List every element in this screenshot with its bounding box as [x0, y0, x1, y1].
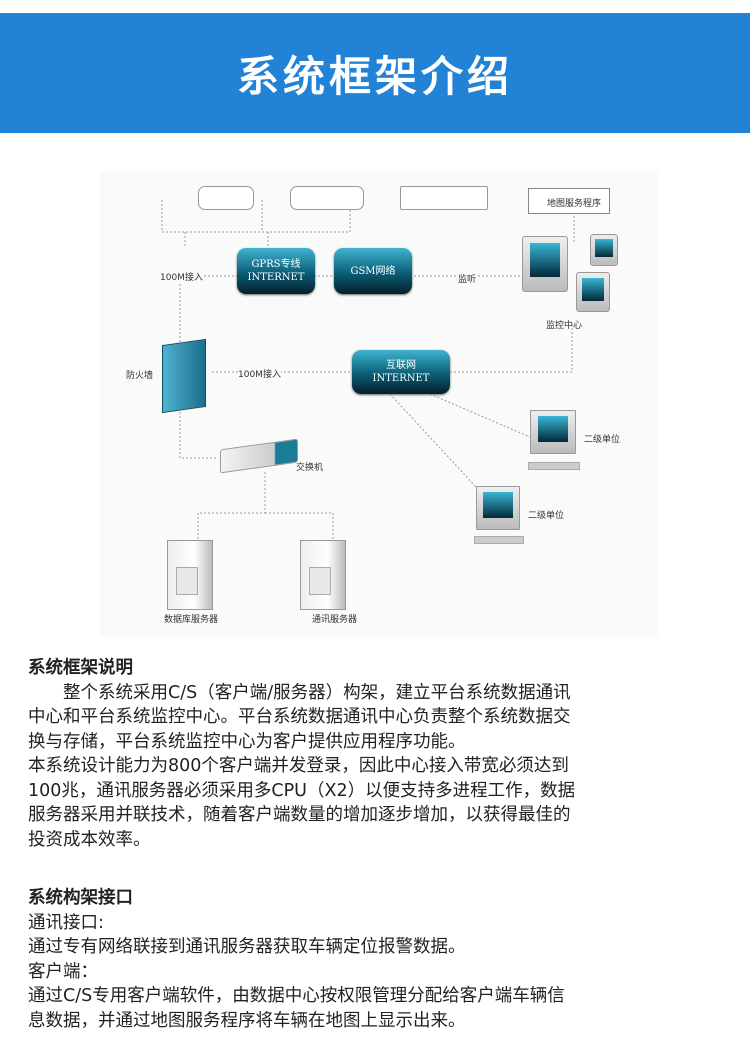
paragraph-line: 通讯接口:: [28, 912, 104, 933]
paragraph-line: 100兆，通讯服务器必须采用多CPU（X2）以便支持多进程工作，数据: [28, 780, 576, 801]
firewall-icon: [162, 338, 206, 414]
vehicle-car-icon: [198, 186, 254, 210]
comm-server-label: 通讯服务器: [312, 615, 358, 625]
monitor-icon: [522, 236, 568, 292]
paragraph-line: 本系统设计能力为800个客户端并发登录，因此中心接入带宽必须达到: [28, 756, 569, 776]
page-title: 系统框架介绍: [236, 51, 513, 101]
paragraph-line: 整个系统采用C/S（客户端/服务器）构架，建立平台系统数据通讯: [28, 682, 571, 703]
paragraph-line: 换与存储，平台系统监控中心为客户提供应用程序功能。: [28, 731, 466, 752]
section-title-framework: 系统框架说明: [28, 658, 133, 678]
internet-label: INTERNET: [372, 373, 430, 384]
monitor-icon: [576, 272, 610, 312]
paragraph-line: 通过专有网络联接到通讯服务器获取车辆定位报警数据。: [28, 937, 466, 957]
paragraph-line: 客户端：: [28, 961, 98, 982]
gprs-internet-node: GPRS专线 INTERNET: [237, 248, 315, 294]
internet-node: 互联网 INTERNET: [352, 350, 450, 394]
internet-cn-label: 互联网: [386, 360, 416, 371]
vehicle-van-icon: [290, 186, 364, 210]
gsm-label: GSM网络: [350, 265, 396, 277]
monitor-center-label: 监控中心: [546, 321, 583, 331]
gprs-internet-label: INTERNET: [247, 272, 305, 283]
system-architecture-diagram: 地图服务程序 GPRS专线 INTERNET GSM网络 100M接入 监听 监…: [100, 172, 658, 636]
computer-icon: [530, 410, 576, 454]
sub-unit-label-1: 二级单位: [584, 435, 621, 445]
paragraph-line: 中心和平台系统监控中心。平台系统数据通讯中心负责整个系统数据交: [28, 707, 571, 727]
keyboard-icon: [474, 536, 524, 544]
paragraph-line: 通过C/S专用客户端软件，由数据中心按权限管理分配给客户端车辆信: [28, 986, 565, 1006]
sub-unit-label-2: 二级单位: [528, 511, 565, 521]
access-label-2: 100M接入: [238, 367, 281, 380]
comm-server-icon: [300, 540, 346, 610]
map-service-label: 地图服务程序: [547, 199, 602, 209]
gsm-network-node: GSM网络: [334, 248, 412, 294]
switch-label: 交换机: [296, 463, 324, 473]
description-text: 系统框架说明 整个系统采用C/S（客户端/服务器）构架，建立平台系统数据通讯 中…: [28, 656, 728, 1033]
gprs-label: GPRS专线: [251, 259, 301, 270]
access-label-1: 100M接入: [160, 270, 203, 283]
listen-label: 监听: [458, 272, 477, 285]
vehicle-truck-icon: [400, 186, 488, 210]
computer-icon: [476, 486, 520, 530]
monitor-icon: [590, 234, 618, 266]
paragraph-line: 投资成本效率。: [28, 829, 151, 850]
section-title-interface: 系统构架接口: [28, 888, 133, 908]
paragraph-line: 服务器采用并联技术，随着客户端数量的增加逐步增加，以获得最佳的: [28, 805, 571, 825]
paragraph-line: 息数据，并通过地图服务程序将车辆在地图上显示出来。: [28, 1010, 466, 1031]
database-server-icon: [167, 540, 213, 610]
keyboard-icon: [528, 462, 580, 470]
title-banner: 系统框架介绍: [0, 13, 750, 133]
connection-lines: [161, 200, 575, 540]
firewall-label: 防火墙: [126, 371, 154, 381]
map-service-box: 地图服务程序: [528, 188, 610, 214]
database-server-label: 数据库服务器: [164, 615, 219, 625]
